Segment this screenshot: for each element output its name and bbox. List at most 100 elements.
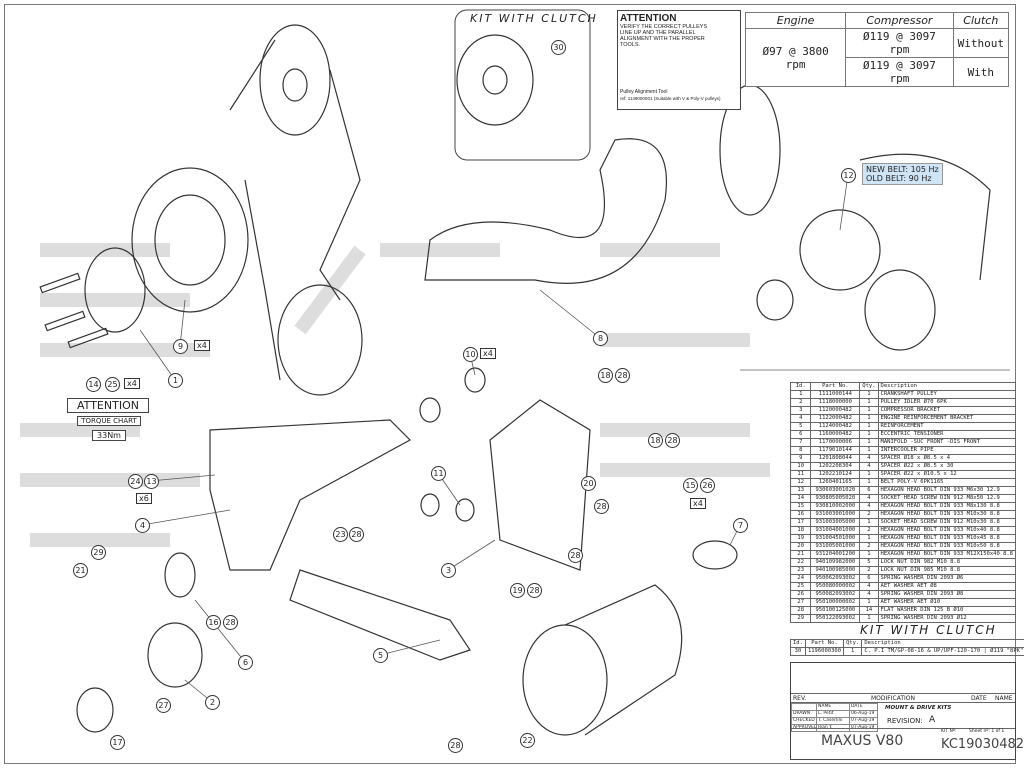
- table-cell: 26: [789, 590, 812, 599]
- rev-label: REV.: [793, 695, 807, 702]
- table-cell: 14: [789, 494, 812, 503]
- clutch-value: With: [952, 57, 1010, 87]
- table-cell: SOCKET HEAD SCREW DIN 912 M10x30 8.8: [877, 518, 1017, 527]
- table-cell: 1124000482: [810, 422, 861, 431]
- table-cell: 7: [789, 438, 812, 447]
- table-cell: 27: [789, 598, 812, 607]
- table-cell: 5: [859, 558, 879, 567]
- table-cell: 2: [859, 542, 879, 551]
- table-cell: 2: [789, 398, 812, 407]
- table-cell: BELT POLY-V 6PK1165: [877, 478, 1017, 487]
- callout-28: 28: [223, 615, 238, 630]
- table-cell: 950122093002: [810, 614, 861, 623]
- callout-6: 6: [238, 655, 253, 670]
- name-col: NAME: [816, 703, 850, 711]
- table-cell: REINFORCEMENT: [877, 422, 1017, 431]
- engine-bracket: [209, 419, 411, 571]
- torque-value: 33Nm: [92, 430, 126, 441]
- reinforcement: [289, 569, 471, 661]
- table-cell: 1: [859, 438, 879, 447]
- checked-label: CHECKED: [791, 717, 817, 725]
- table-cell: HEXAGON HEAD BOLT DIN 933 M10x30 8.8: [877, 510, 1017, 519]
- column-header: Qty.: [843, 639, 863, 648]
- table-cell: 10: [789, 462, 812, 471]
- table-cell: 1201808044: [810, 454, 861, 463]
- kit-number: KC19030482: [941, 737, 1024, 752]
- table-cell: 1: [859, 422, 879, 431]
- table-cell: HEXAGON HEAD BOLT DIN 933 M10x40 8.8: [877, 526, 1017, 535]
- alignment-tool-label: Pulley Alignment Tool: [620, 89, 668, 95]
- table-cell: 12: [789, 478, 812, 487]
- compressor-value: Ø119 @ 3097 rpm: [845, 28, 954, 58]
- table-cell: 11: [789, 470, 812, 479]
- table-cell: ECCENTRIC TENSIONER: [877, 430, 1017, 439]
- table-cell: 2: [859, 526, 879, 535]
- table-cell: 24: [789, 574, 812, 583]
- callout-28: 28: [594, 499, 609, 514]
- table-cell: 4: [789, 414, 812, 423]
- header-clutch: Clutch: [952, 12, 1010, 29]
- table-cell: 1: [859, 414, 879, 423]
- table-cell: 29: [789, 614, 812, 623]
- table-cell: 6: [789, 430, 812, 439]
- column-header: Id.: [789, 382, 812, 391]
- table-cell: SPACER Ø22 x Ø8.5 x 30: [877, 462, 1017, 471]
- table-cell: 1202210124: [810, 470, 861, 479]
- table-cell: 21: [789, 550, 812, 559]
- table-cell: 1122000482: [810, 414, 861, 423]
- table-cell: 950062093002: [810, 574, 861, 583]
- callout-29: 29: [91, 545, 106, 560]
- callout-14: 14: [86, 377, 101, 392]
- belt: [229, 39, 361, 381]
- table-cell: 1: [859, 406, 879, 415]
- table-cell: 2: [859, 510, 879, 519]
- attention-title: ATTENTION: [620, 13, 677, 24]
- torque-attention-title: ATTENTION: [67, 398, 149, 413]
- callout-2: 2: [205, 695, 220, 710]
- kit-table-title: KIT WITH CLUTCH: [860, 623, 997, 637]
- callout-5: 5: [373, 648, 388, 663]
- callout-12: 12: [841, 168, 856, 183]
- compressor-pulley-belt: [277, 284, 363, 396]
- table-cell: HEXAGON HEAD BOLT DIN 933 M12X150x40 8.8: [877, 550, 1017, 559]
- table-cell: 950100125000: [810, 606, 861, 615]
- table-cell: SOCKET HEAD SCREW DIN 912 M8x50 12.9: [877, 494, 1017, 503]
- table-cell: 1196000300: [804, 647, 845, 656]
- table-cell: 22: [789, 558, 812, 567]
- old-belt-frequency: OLD BELT: 90 Hz: [866, 174, 932, 183]
- drawn-date: 06-Aug-19: [849, 710, 878, 718]
- column-header: Description: [861, 639, 1024, 648]
- callout-3: 3: [441, 563, 456, 578]
- table-cell: 950100000002: [810, 598, 861, 607]
- clutch-value: Without: [952, 28, 1010, 58]
- callout-9: 9: [173, 339, 188, 354]
- table-cell: 930810002000: [810, 502, 861, 511]
- compressor-value: Ø119 @ 3097 rpm: [845, 57, 954, 87]
- callout-30: 30: [551, 40, 566, 55]
- engine-value: Ø97 @ 3800 rpm: [744, 28, 847, 87]
- table-cell: 4: [859, 582, 879, 591]
- callout-24: 24: [128, 474, 143, 489]
- callout-28: 28: [527, 583, 542, 598]
- checked-name: T. Caserlini: [816, 717, 850, 725]
- table-cell: 1260401165: [810, 478, 861, 487]
- table-cell: 5: [789, 422, 812, 431]
- table-cell: 940109982000: [810, 558, 861, 567]
- callout-4: 4: [135, 518, 150, 533]
- table-cell: HEXAGON HEAD BOLT DIN 933 M10x50 8.8: [877, 542, 1017, 551]
- column-header: Description: [877, 382, 1017, 391]
